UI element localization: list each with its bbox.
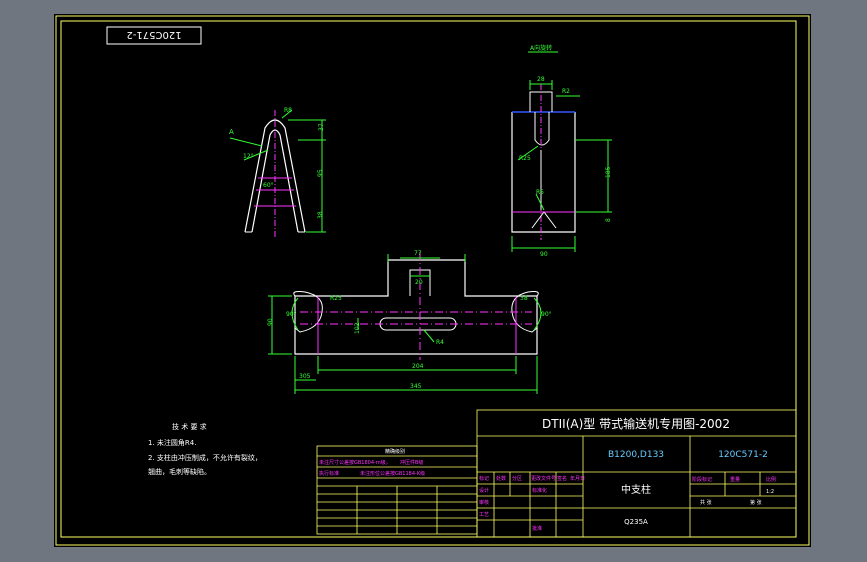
tb-col-change: 更改文件号 — [531, 475, 556, 482]
tb-review: 审核 — [479, 499, 489, 506]
tb-scale-value: 1:2 — [766, 489, 774, 495]
dim-angle-2: 60° — [263, 182, 274, 189]
side-view-outer — [244, 119, 306, 233]
tech-req-line3: 翘曲，毛刺等缺陷。 — [148, 467, 211, 476]
sheet-background — [54, 14, 811, 547]
end-leader-r5 — [535, 193, 545, 211]
tb-col-count: 处数 — [496, 475, 506, 482]
flat-pattern-view — [268, 252, 542, 394]
part-number: 120C571-2 — [718, 450, 768, 460]
dim-r8: R8 — [284, 107, 292, 114]
tb-col-zone: 分区 — [512, 475, 522, 482]
dim-77: 77 — [414, 250, 422, 257]
tb-design: 设计 — [479, 487, 489, 494]
tb-col-mark: 标记 — [479, 475, 489, 482]
material: Q235A — [624, 518, 648, 526]
dim-90deg-right: 90° — [541, 311, 552, 318]
spec-label: B1200,D133 — [608, 450, 664, 460]
rotated-view-label: A向旋转 — [530, 44, 552, 52]
flat-right-cutout — [511, 291, 539, 333]
outer-frame — [55, 15, 810, 546]
flat-outline — [294, 259, 538, 355]
flat-leader-r4 — [423, 329, 435, 343]
dim-8: 8 — [605, 218, 612, 222]
view-arrow-a — [229, 137, 263, 147]
end-view-slot — [534, 112, 550, 146]
side-view — [229, 109, 326, 238]
flat-arc-right — [533, 297, 542, 331]
side-leader-r8 — [281, 109, 293, 119]
dim-38b: 38 — [520, 295, 528, 302]
title-block — [476, 409, 797, 538]
dim-r: R2 — [562, 88, 570, 95]
dim-r25a: R25 — [519, 155, 531, 162]
tb-col-sign: 签名 — [557, 475, 567, 482]
inner-frame — [60, 20, 797, 538]
dim-20: 20 — [415, 279, 423, 286]
tol-note1: 未注尺寸公差按GB1804-m级， — [319, 459, 391, 466]
tolerance-table — [316, 445, 478, 535]
part-name: 中支柱 — [621, 483, 651, 496]
dim-204: 204 — [412, 363, 424, 370]
tech-req-heading: 技 术 要 求 — [172, 422, 207, 431]
tech-req-line2: 2. 支柱由冲压制成，不允许有裂纹， — [148, 453, 262, 462]
tb-weight: 重量 — [730, 476, 740, 483]
title-block-frame — [476, 409, 797, 538]
dim-102: 102 — [354, 322, 361, 334]
dim-angle-1: 12° — [243, 153, 254, 160]
dim-r4: R4 — [436, 339, 444, 346]
dim-38: 38 — [317, 211, 324, 219]
tol-note3: 执行标准 — [319, 470, 339, 477]
side-leader-angle — [243, 149, 269, 161]
tb-stage-mark: 阶段标记 — [692, 476, 712, 483]
tol-note2: 冲压件B级 — [400, 459, 423, 466]
tol-note4: 未注形位公差按GB1184-K级 — [360, 470, 425, 477]
tb-sheet-no: 第 张 — [750, 499, 762, 506]
tb-scale: 比例 — [766, 476, 776, 483]
flat-arc-left — [291, 297, 299, 331]
dim-95: 95 — [317, 169, 324, 177]
dim-37: 37 — [318, 123, 325, 131]
end-view — [511, 80, 612, 252]
tb-process: 工艺 — [479, 512, 489, 518]
view-arrow-letter: A — [229, 128, 234, 136]
drawing-number-top: 120C571-2 — [126, 29, 181, 40]
drawing-title: DTII(A)型 带式输送机专用图-2002 — [542, 416, 730, 431]
dim-r25b: R25 — [330, 295, 342, 302]
dim-185: 185 — [605, 166, 612, 178]
end-view-body — [511, 112, 576, 233]
dim-28: 28 — [537, 76, 545, 83]
tb-standard: 标准化 — [532, 487, 547, 494]
tb-approve: 批准 — [532, 525, 542, 532]
flat-left-cutout — [293, 291, 323, 333]
dim-305: 305 — [299, 373, 311, 380]
tol-title: 精确级别 — [385, 448, 405, 455]
dim-90: 90 — [540, 251, 548, 258]
dim-345: 345 — [410, 383, 422, 390]
drawing-number-box — [106, 26, 202, 45]
tb-col-date: 年月日 — [570, 475, 585, 482]
tb-sheet-total: 共 张 — [700, 499, 712, 506]
dim-r5: R5 — [536, 189, 544, 196]
dim-90-vertical: 90 — [267, 318, 274, 326]
dim-90deg-left: 90° — [286, 311, 297, 318]
tech-req-line1: 1. 未注圆角R4. — [148, 438, 196, 447]
end-leader-r25 — [517, 145, 539, 161]
